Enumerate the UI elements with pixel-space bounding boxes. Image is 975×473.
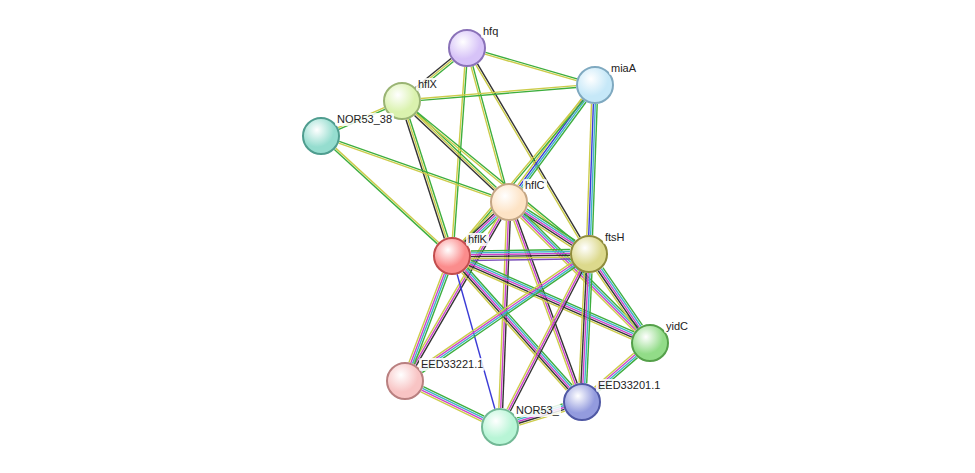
edge-evidence-line: [598, 271, 638, 329]
interaction-edge: [485, 52, 577, 80]
edge-evidence-line: [527, 209, 575, 240]
node-label: ftsH: [603, 231, 627, 244]
edge-evidence-line: [601, 269, 641, 327]
edge-evidence-line: [579, 273, 584, 383]
interaction-edge: [421, 86, 576, 101]
interaction-edge: [416, 112, 575, 242]
node-label: hflC: [523, 179, 547, 192]
edge-evidence-line: [409, 273, 443, 362]
node-label: hfq: [481, 25, 500, 38]
protein-node: hfq: [448, 29, 486, 67]
node-label: NOR53_: [514, 404, 561, 417]
node-label: yidC: [664, 320, 690, 333]
interaction-edge: [587, 104, 597, 235]
interaction-edge: [471, 250, 570, 261]
node-label: hflK: [466, 233, 489, 246]
interaction-edge: [416, 59, 454, 91]
edge-evidence-line: [422, 267, 575, 372]
edge-evidence-line: [336, 148, 439, 242]
edge-evidence-line: [421, 266, 574, 371]
edge-evidence-line: [416, 114, 495, 189]
node-label: EED33221.1: [419, 358, 485, 371]
edge-evidence-line: [423, 388, 484, 417]
protein-node: ftsH: [570, 235, 608, 273]
edge-evidence-line: [471, 253, 570, 254]
interaction-edge: [339, 141, 492, 196]
edge-evidence-line: [521, 101, 584, 187]
protein-node: yidC: [631, 324, 669, 362]
interaction-edge: [421, 387, 484, 422]
edge-evidence-line: [420, 264, 573, 369]
edge-evidence-line: [471, 251, 570, 252]
interaction-edge: [334, 148, 438, 244]
edge-evidence-line: [471, 259, 570, 260]
edge-evidence-line: [471, 257, 570, 258]
edge-evidence-line: [471, 255, 570, 256]
edge-evidence-line: [421, 88, 576, 101]
edge-evidence-line: [339, 143, 491, 196]
protein-node: hflC: [490, 183, 528, 221]
edge-evidence-line: [422, 390, 483, 419]
protein-node: NOR53_: [481, 408, 519, 446]
node-label: NOR53_38: [335, 113, 394, 126]
edge-evidence-line: [587, 104, 592, 235]
edge-evidence-line: [485, 54, 576, 80]
edge-evidence-line: [600, 270, 640, 328]
edge-evidence-line: [423, 387, 484, 416]
edge-evidence-line: [421, 392, 482, 421]
node-label: hflX: [416, 78, 439, 91]
edge-evidence-line: [597, 272, 637, 330]
interaction-edge: [471, 66, 505, 184]
edge-evidence-line: [413, 274, 447, 363]
interaction-edge: [409, 273, 448, 364]
edge-evidence-line: [486, 52, 577, 78]
node-label: miaA: [609, 62, 638, 75]
protein-node: NOR53_38: [302, 117, 340, 155]
protein-node: miaA: [576, 66, 614, 104]
interaction-edge: [597, 268, 643, 330]
edge-evidence-line: [421, 86, 576, 99]
protein-node: hflK: [433, 237, 471, 275]
edge-evidence-line: [415, 115, 494, 190]
interaction-edge: [518, 99, 586, 189]
edge-evidence-line: [603, 268, 643, 326]
edge-evidence-line: [334, 150, 437, 244]
node-label: EED33201.1: [596, 379, 662, 392]
edge-evidence-line: [523, 102, 586, 188]
interaction-edge: [419, 262, 575, 372]
edge-evidence-line: [339, 141, 491, 194]
protein-node: EED33201.1: [563, 383, 601, 421]
edge-evidence-line: [411, 273, 445, 362]
edge-evidence-line: [526, 211, 574, 242]
edge-evidence-line: [419, 262, 572, 367]
interaction-edge: [579, 273, 592, 383]
edge-evidence-line: [471, 250, 570, 251]
protein-node: EED33221.1: [386, 362, 424, 400]
